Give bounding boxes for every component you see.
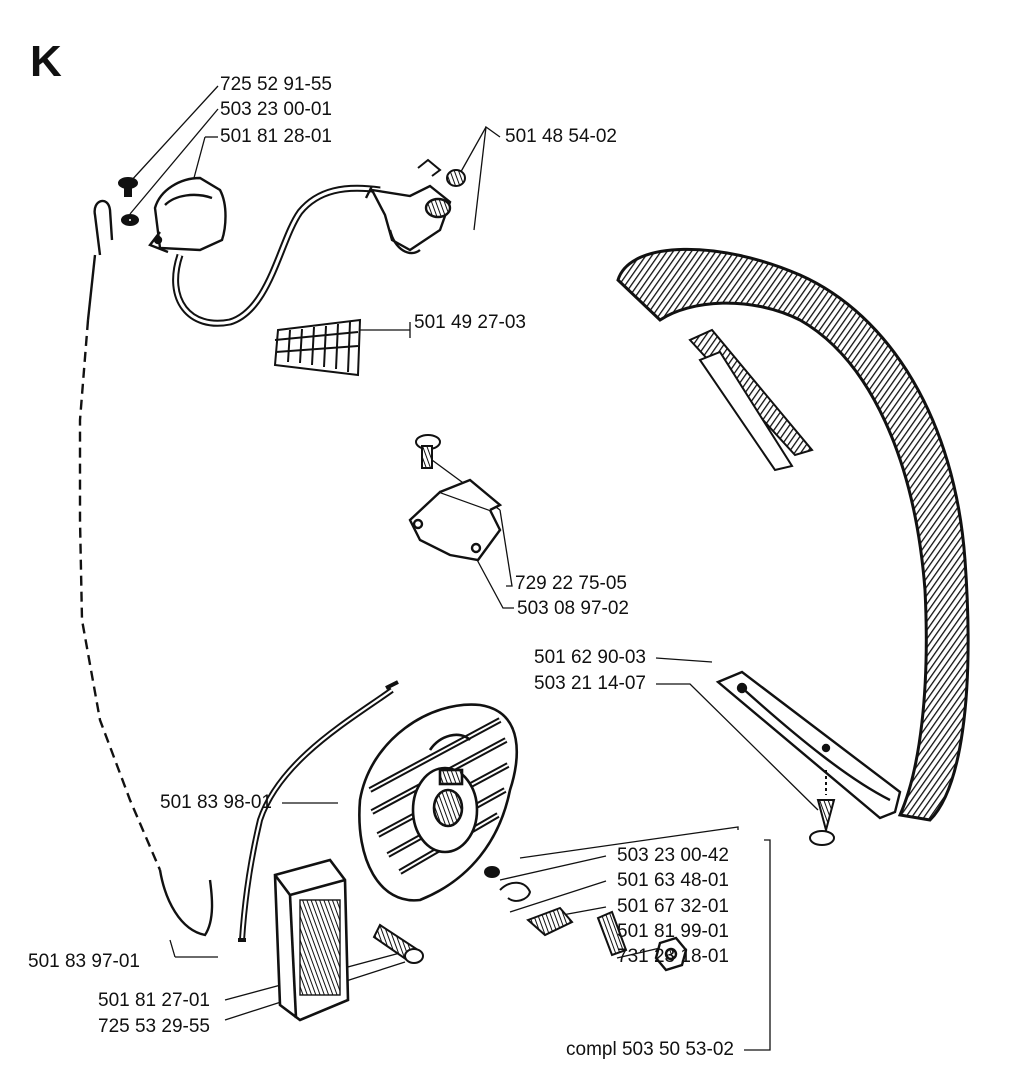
bracket-screw (415, 434, 441, 469)
short-circuit-cable (238, 680, 399, 942)
callout-washer: 503 23 00-01 (220, 99, 332, 120)
callout-stop-switch: 501 48 54-02 (505, 126, 617, 147)
callout-key: 501 63 48-01 (617, 870, 729, 891)
callout-grid-filter: 501 49 27-03 (414, 312, 526, 333)
callout-switch-bracket: 503 08 97-02 (517, 598, 629, 619)
module-screw (372, 923, 424, 964)
callout-screw: 725 52 91-55 (220, 74, 332, 95)
callout-handle-plate: 501 62 90-03 (534, 647, 646, 668)
callout-bracket-screw: 729 22 75-05 (515, 573, 627, 594)
callout-flywheel-nut: 503 23 00-42 (617, 845, 729, 866)
callout-short-cable: 501 83 98-01 (160, 792, 272, 813)
ignition-module (273, 858, 350, 1022)
spark-plug-lead (172, 184, 381, 327)
washer (121, 214, 139, 226)
connection-cable (78, 199, 214, 937)
ignition-coil-cover (148, 176, 227, 254)
callout-coil-cover: 501 81 28-01 (220, 126, 332, 147)
switch-bracket (408, 478, 503, 562)
nut (654, 936, 688, 972)
callout-connection-cable: 501 83 97-01 (28, 951, 140, 972)
flywheel (358, 703, 518, 902)
grid-filter (273, 318, 362, 377)
section-letter: K (30, 37, 62, 86)
key (484, 866, 500, 878)
callout-wood-screw: 503 21 14-07 (534, 673, 646, 694)
spring-and-grommet (417, 158, 466, 187)
callout-complete-assembly: compl 503 50 53-02 (566, 1039, 734, 1060)
stop-switch (364, 184, 452, 255)
callout-washer-2: 501 81 99-01 (617, 921, 729, 942)
handle-bar (616, 247, 970, 822)
washer-pawl (499, 881, 532, 902)
callout-pawl-screw: 731 23 18-01 (617, 946, 729, 967)
wood-screw (809, 770, 836, 846)
callout-pawl: 501 67 32-01 (617, 896, 729, 917)
callout-ignition-module: 501 81 27-01 (98, 990, 210, 1011)
screw (118, 177, 138, 197)
pawl-screw (526, 906, 628, 957)
handle-plate (715, 670, 902, 820)
callout-module-screw: 725 53 29-55 (98, 1016, 210, 1037)
